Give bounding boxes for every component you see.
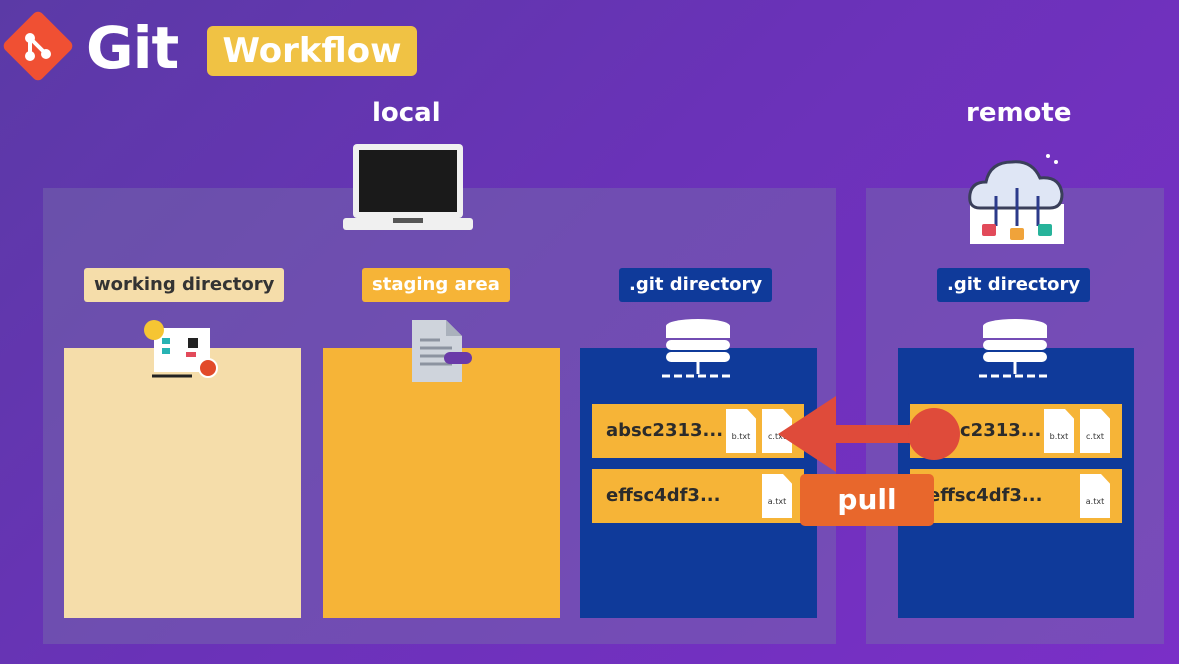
commit-hash: effsc4df3... xyxy=(928,485,1043,506)
database-icon xyxy=(977,318,1053,386)
commit-row: absc2313... b.txt c.txt xyxy=(592,404,804,458)
logo-text: Git xyxy=(86,14,179,82)
working-directory-label: working directory xyxy=(84,268,285,302)
staging-area-box xyxy=(323,348,560,618)
commit-hash: c2313... xyxy=(960,420,1042,441)
arrow-left-icon xyxy=(772,392,968,480)
file-icon: a.txt xyxy=(1080,474,1110,518)
commit-row: effsc4df3... a.txt xyxy=(910,469,1122,523)
working-directory-box xyxy=(64,348,301,618)
commit-row: effsc4df3... a.txt xyxy=(592,469,804,523)
file-icon: a.txt xyxy=(762,474,792,518)
commit-row: c2313... b.txt c.txt xyxy=(910,404,1122,458)
staging-area-label: staging area xyxy=(362,268,510,302)
local-title: local xyxy=(372,98,441,128)
file-icon: c.txt xyxy=(1080,409,1110,453)
laptop-icon xyxy=(343,142,473,238)
file-icon: c.txt xyxy=(762,409,792,453)
commit-hash: effsc4df3... xyxy=(606,485,721,506)
pull-label: pull xyxy=(800,474,934,526)
lightbulb-icon xyxy=(140,318,224,388)
git-directory-label: .git directory xyxy=(619,268,773,302)
file-icon: b.txt xyxy=(1044,409,1074,453)
remote-title: remote xyxy=(966,98,1072,128)
file-icon: b.txt xyxy=(726,409,756,453)
database-icon xyxy=(660,318,736,386)
git-logo-icon xyxy=(1,9,75,83)
commit-hash: absc2313... xyxy=(606,420,724,441)
document-icon xyxy=(410,318,474,388)
cloud-icon xyxy=(962,142,1070,254)
workflow-tag: Workflow xyxy=(207,26,417,76)
remote-git-directory-label: .git directory xyxy=(937,268,1091,302)
